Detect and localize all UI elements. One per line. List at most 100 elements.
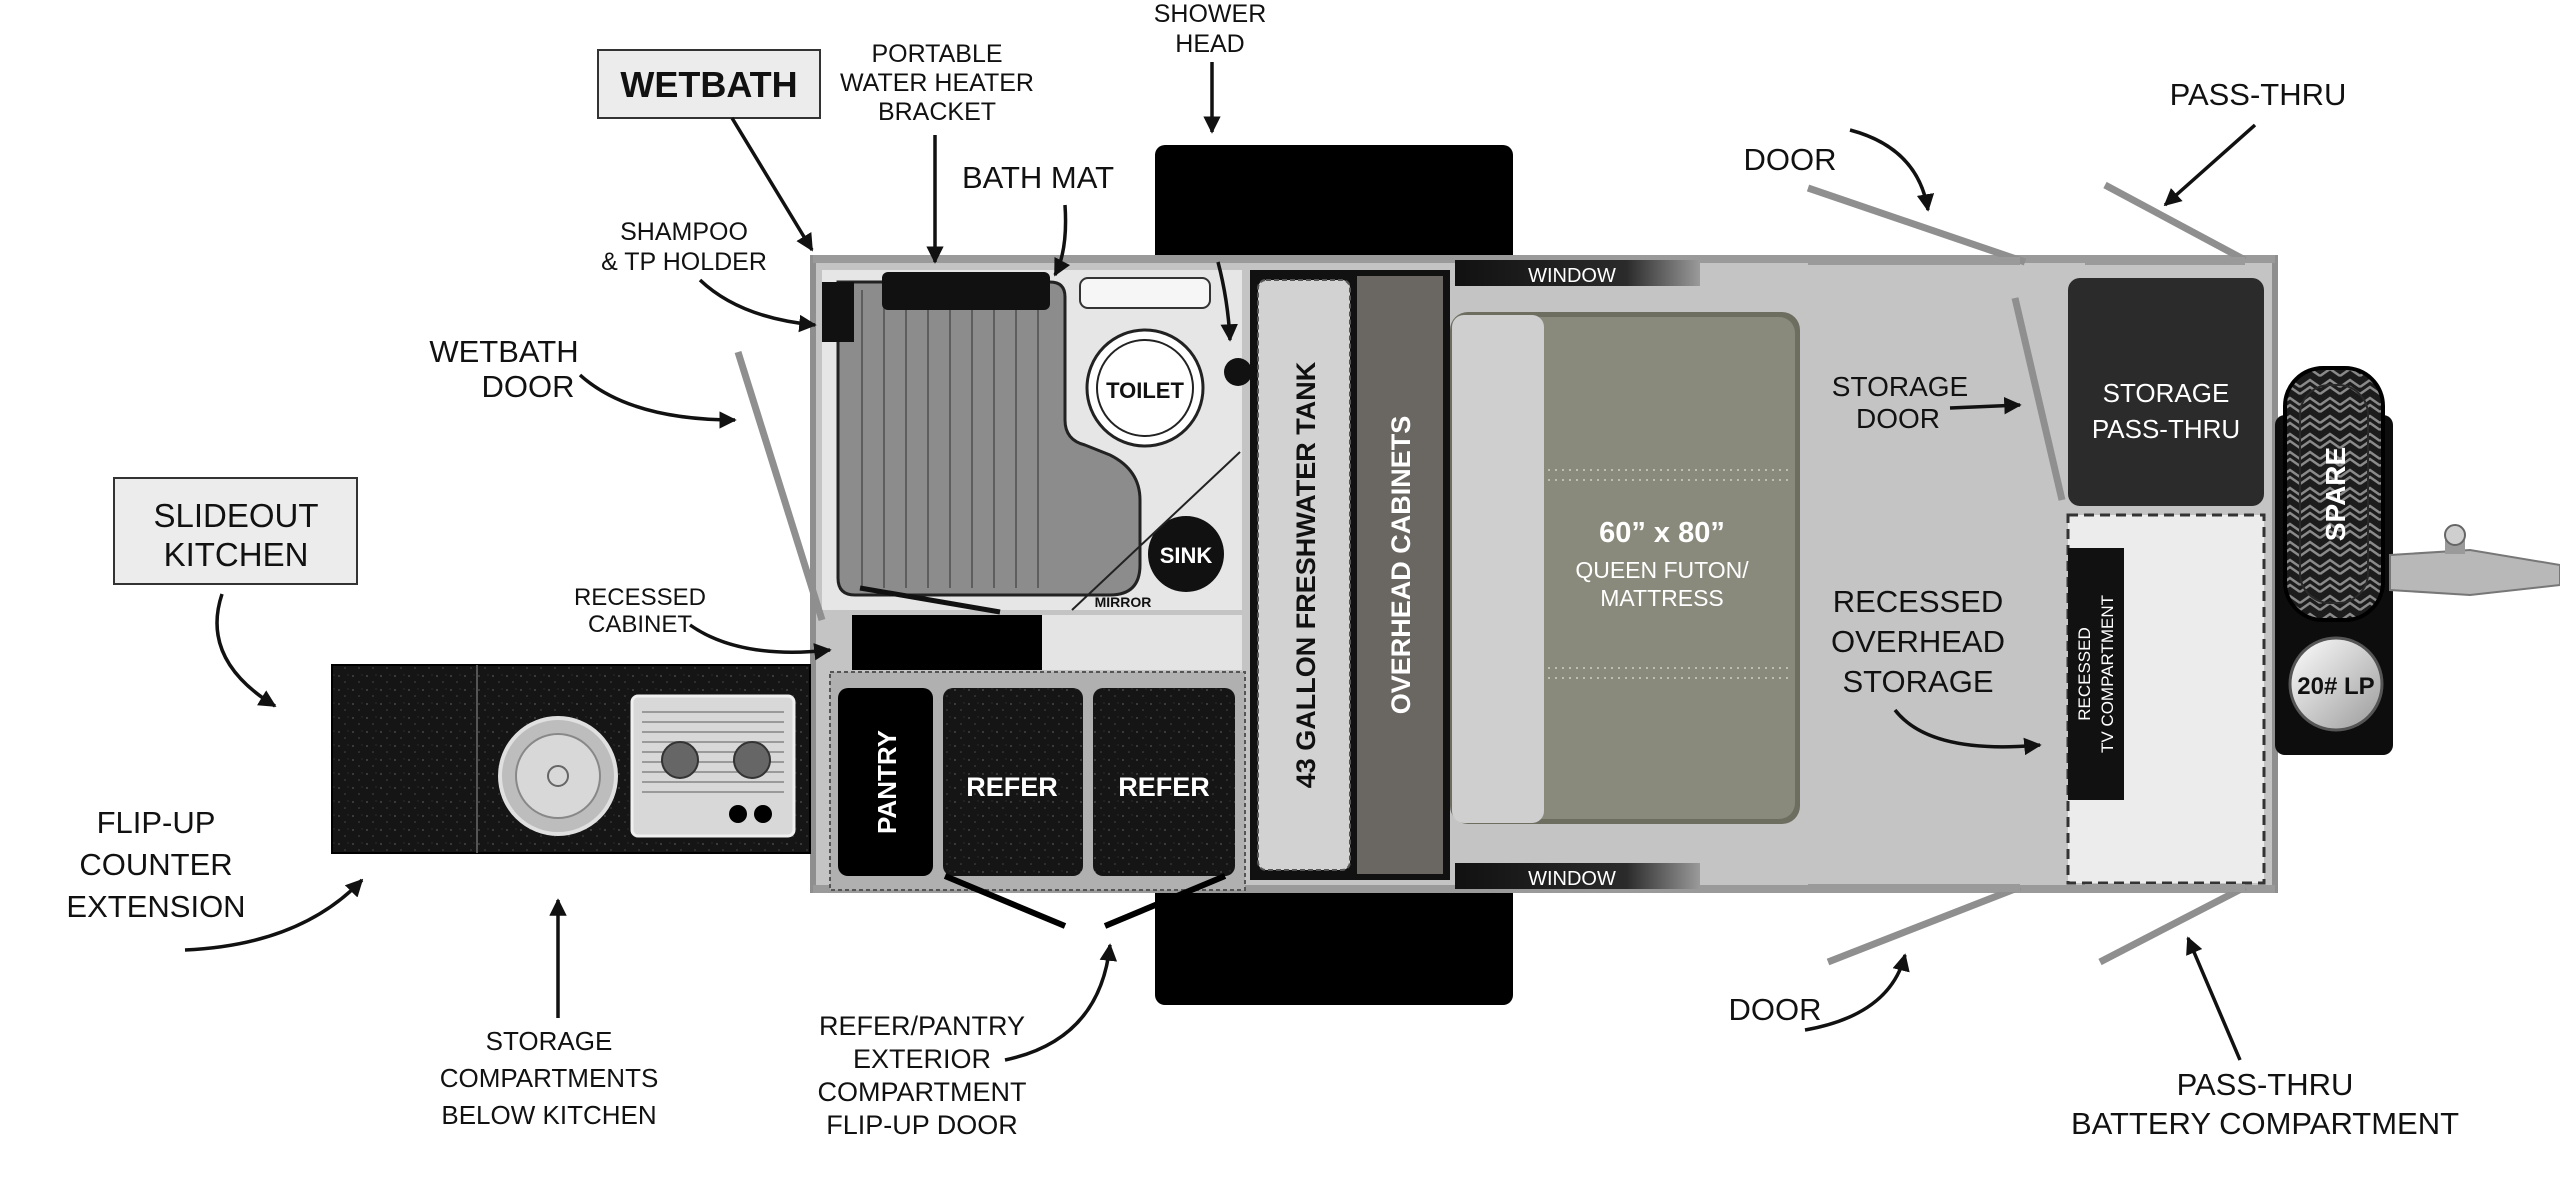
door-top-swing [1806, 184, 2027, 266]
overhead-cabinets [1357, 276, 1443, 874]
freshwater-tank [1257, 279, 1351, 871]
shampoo-label-2: & TP HOLDER [601, 248, 767, 276]
shower-head-label-2: HEAD [1175, 30, 1244, 58]
water-heater-label-3: BRACKET [878, 98, 996, 126]
refer-pantry-door-label-2: EXTERIOR [853, 1044, 991, 1074]
slideout-kitchen [331, 664, 811, 854]
wetbath-area: TOILET SINK MIRROR [734, 270, 1252, 622]
mattress-type-1: QUEEN FUTON/ [1575, 557, 1749, 583]
battery-label-2: BATTERY COMPARTMENT [2071, 1106, 2459, 1141]
water-heater-bracket [882, 272, 1050, 310]
galley: PANTRY REFER REFER [829, 671, 1246, 929]
storage-door-label-2: DOOR [1856, 403, 1940, 434]
window-bottom [1455, 863, 1700, 889]
refer-left-label: REFER [966, 772, 1058, 802]
recessed-overhead-label-3: STORAGE [1842, 664, 1993, 699]
recessed-overhead-arrow [1893, 708, 2042, 756]
storage-pass-thru-label-2: PASS-THRU [2092, 414, 2240, 444]
refer-left [943, 688, 1083, 876]
sink [1148, 516, 1224, 592]
window-top [1455, 260, 1700, 286]
battery-label-1: PASS-THRU [2177, 1067, 2354, 1102]
flip-up-counter-label-1: FLIP-UP [97, 805, 216, 840]
toilet [1085, 328, 1205, 448]
storage-compartments-label-2: COMPARTMENTS [440, 1063, 659, 1093]
shower-knob-arrow [1216, 261, 1238, 342]
refer-pantry-door-label-1: REFER/PANTRY [819, 1011, 1025, 1041]
stove-knob [729, 805, 747, 823]
shower-head-label-1: SHOWER [1154, 0, 1267, 28]
spare-label: SPARE [2320, 447, 2351, 541]
refer-right-label: REFER [1118, 772, 1210, 802]
flip-up-counter-arrow [184, 878, 364, 952]
recessed-cabinet-label-2: CABINET [588, 611, 692, 638]
sink-label: SINK [1160, 543, 1213, 568]
door-top-label: DOOR [1744, 142, 1837, 177]
refer-right [1093, 688, 1235, 876]
mirror-label: MIRROR [1095, 594, 1152, 610]
top-tire [1155, 145, 1513, 265]
storage-door-arrow [1949, 396, 2022, 415]
recessed-overhead-label-1: RECESSED [1833, 584, 2004, 619]
callout-arrows [184, 62, 2257, 1062]
mattress-size: 60” x 80” [1599, 517, 1725, 549]
refer-pantry-door-label-4: FLIP-UP DOOR [826, 1110, 1018, 1140]
pass-thru-top-label: PASS-THRU [2170, 77, 2347, 112]
wetbath-arrow [730, 117, 814, 252]
pass-thru-top-swing [2103, 181, 2247, 264]
wetbath-door [734, 350, 826, 622]
shampoo-holder [822, 282, 854, 342]
recessed-overhead-label-2: OVERHEAD [1831, 624, 2005, 659]
water-heater-label-1: PORTABLE [871, 40, 1002, 68]
slideout-kitchen-title-1: SLIDEOUT [153, 497, 318, 534]
storage-door-swing [2011, 297, 2066, 501]
shampoo-arrow [698, 278, 817, 333]
flip-up-counter-label-3: EXTENSION [66, 889, 245, 924]
door-bottom-swing [1826, 883, 2022, 966]
shower-head [1224, 358, 1252, 386]
pantry [838, 688, 933, 876]
battery-arrow [2186, 936, 2242, 1061]
lp-tank-label: 20# LP [2297, 673, 2374, 700]
lp-tank [2288, 636, 2384, 732]
recessed-tv-label-2: TV COMPARTMENT [2098, 595, 2117, 753]
bottom-tire [1155, 880, 1513, 1005]
toilet-label: TOILET [1106, 378, 1184, 403]
pass-thru-top-arrow [2163, 123, 2257, 207]
shower-pan [836, 280, 1142, 597]
storage-compartments-label-1: STORAGE [486, 1026, 613, 1056]
wetbath-door-arrow [578, 373, 737, 429]
recessed-cabinet-arrow [688, 623, 832, 661]
shampoo-label-1: SHAMPOO [620, 218, 748, 246]
storage-pass-thru-label-1: STORAGE [2103, 378, 2230, 408]
recessed-tv-label-1: RECESSED [2075, 627, 2094, 721]
wetbath-door-label-1: WETBATH [429, 334, 578, 369]
window-top-label: WINDOW [1528, 265, 1616, 287]
water-heater-label-2: WATER HEATER [840, 69, 1034, 97]
window-bottom-label: WINDOW [1528, 868, 1616, 890]
slideout-kitchen-arrow [215, 593, 277, 708]
freshwater-tank-label: 43 GALLON FRESHWATER TANK [1291, 361, 1321, 788]
stove-knob [754, 805, 772, 823]
overhead-cabinets-label: OVERHEAD CABINETS [1386, 416, 1416, 715]
recessed-tv-compartment [2068, 548, 2124, 800]
door-bottom-arrow [1804, 953, 1910, 1032]
storage-compartments-label-3: BELOW KITCHEN [441, 1100, 656, 1130]
wetbath-box [597, 49, 821, 119]
mattress-type-2: MATTRESS [1600, 585, 1724, 611]
storage-door-label-1: STORAGE [1832, 371, 1968, 402]
recessed-cabinet-label-1: RECESSED [574, 584, 706, 611]
refer-pantry-door-label-3: COMPARTMENT [818, 1077, 1027, 1107]
door-top-arrow [1849, 128, 1935, 212]
refer-pantry-door-arrow [1004, 943, 1118, 1062]
wetbath-door-label-2: DOOR [482, 369, 575, 404]
storage-pass-thru [2068, 278, 2264, 506]
door-bottom-label: DOOR [1729, 992, 1822, 1027]
flip-up-counter-label-2: COUNTER [79, 847, 232, 882]
recessed-cabinet [852, 615, 1042, 670]
mattress: 60” x 80” QUEEN FUTON/ MATTRESS [1450, 312, 1800, 824]
bath-mat-label: BATH MAT [962, 160, 1114, 195]
pass-thru-bottom-swing [2098, 883, 2247, 966]
pantry-label: PANTRY [872, 730, 902, 834]
